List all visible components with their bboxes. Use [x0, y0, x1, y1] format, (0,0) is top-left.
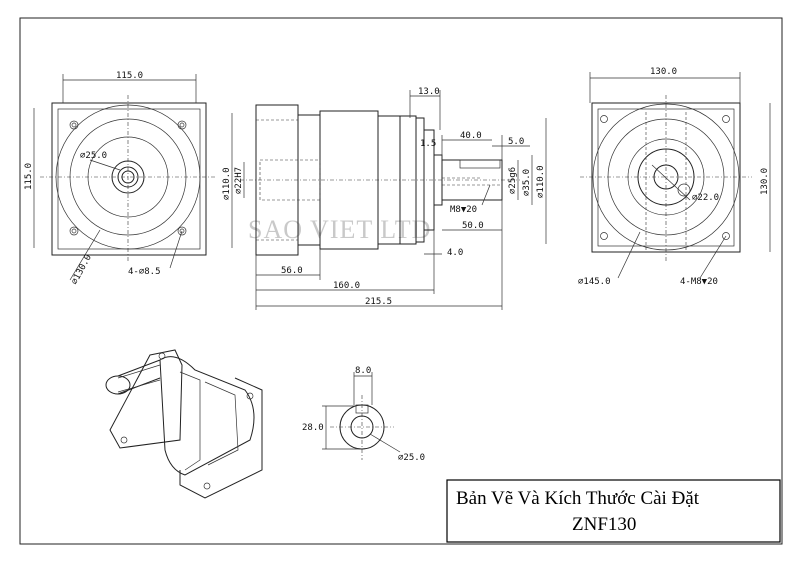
side-pilot2-dia: ⌀110.0 — [536, 165, 546, 198]
side-dim-160: 160.0 — [333, 281, 360, 291]
title-block: Bản Vẽ Và Kích Thước Cài Đặt ZNF130 — [446, 479, 781, 543]
section-dia: ⌀25.0 — [398, 453, 425, 463]
side-dim-50: 50.0 — [462, 221, 484, 231]
side-dim-5: 5.0 — [508, 137, 524, 147]
watermark: SAO VIET LTD — [248, 215, 431, 244]
right-pcd-dim: ⌀145.0 — [578, 277, 611, 287]
side-dim-56: 56.0 — [281, 266, 303, 276]
right-height-dim: 130.0 — [760, 168, 770, 195]
title-line-2: ZNF130 — [572, 514, 636, 535]
side-dim-1-5: 1.5 — [420, 139, 436, 149]
right-holes-dim: 4-M8▼20 — [680, 277, 718, 287]
left-height-dim: 115.0 — [24, 163, 34, 190]
left-bore-dim: ⌀25.0 — [80, 151, 107, 161]
shaft-section: 8.0 28.0 ⌀25.0 — [302, 366, 425, 463]
section-height: 28.0 — [302, 423, 324, 433]
left-front-view: 115.0 115.0 ⌀25.0 ⌀130.0 4-⌀8.5 — [24, 71, 216, 286]
right-width-dim: 130.0 — [650, 67, 677, 77]
side-dim-13: 13.0 — [418, 87, 440, 97]
left-width-dim: 115.0 — [116, 71, 143, 81]
right-front-view: 130.0 130.0 ⌀22.0 ⌀145.0 4-M8▼20 — [578, 67, 771, 287]
side-shaft-dia: ⌀25g6 — [508, 167, 518, 194]
right-shaft-dim: ⌀22.0 — [692, 193, 719, 203]
side-dim-40: 40.0 — [460, 131, 482, 141]
title-line-1: Bản Vẽ Và Kích Thước Cài Đặt — [456, 488, 700, 509]
side-dim-215: 215.5 — [365, 297, 392, 307]
sheet-border — [19, 17, 783, 545]
isometric-view — [105, 349, 263, 499]
left-pcd-dim: ⌀130.0 — [70, 253, 94, 286]
side-tap: M8▼20 — [450, 205, 477, 215]
side-dim-4: 4.0 — [447, 248, 463, 258]
side-inner-dia: ⌀22H7 — [234, 167, 244, 194]
side-pilot-dia: ⌀35.0 — [522, 169, 532, 196]
side-view: 13.0 1.5 40.0 5.0 ⌀110.0 ⌀22H7 ⌀25g6 ⌀35… — [222, 87, 547, 310]
left-holes-dim: 4-⌀8.5 — [128, 267, 161, 277]
side-flange-dia: ⌀110.0 — [222, 167, 232, 200]
section-key-width: 8.0 — [355, 366, 371, 376]
